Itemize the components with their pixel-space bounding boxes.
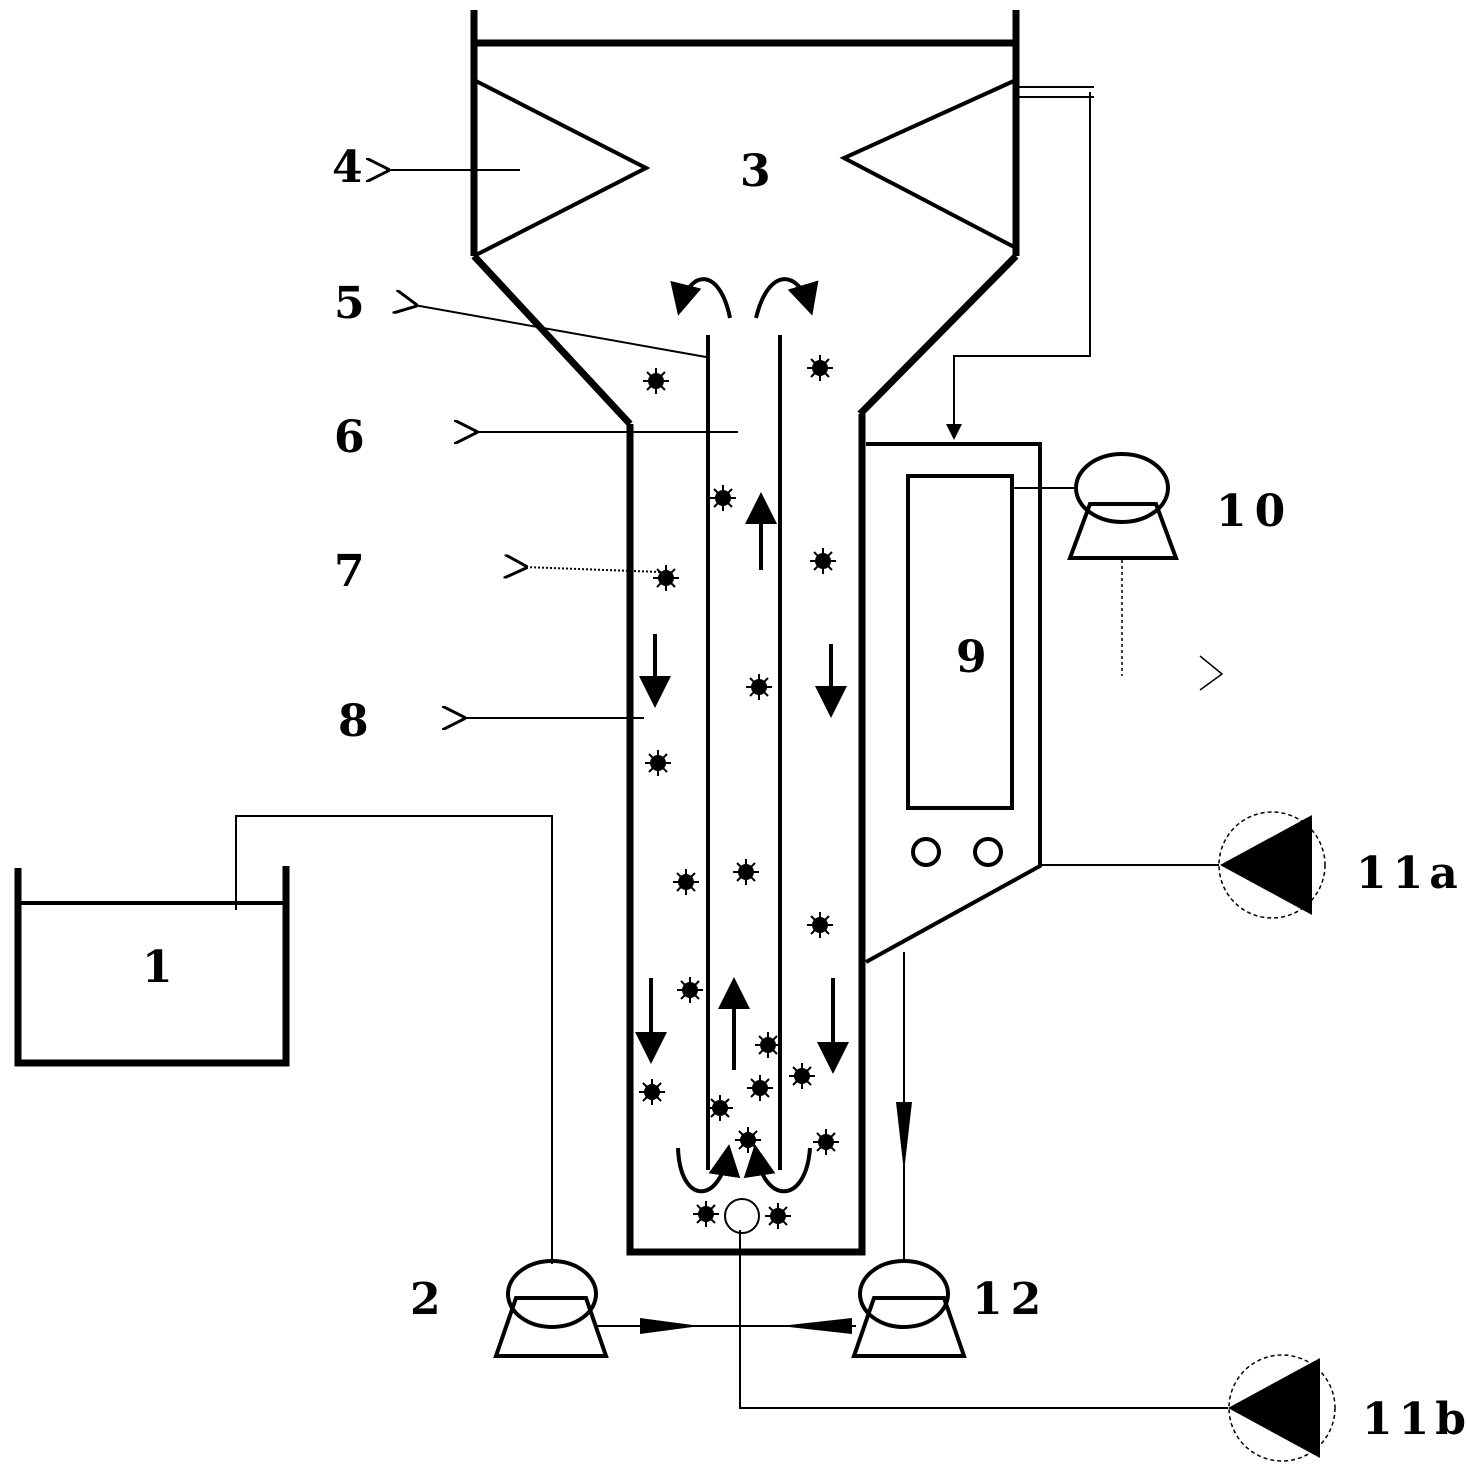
- label-baffle: 4: [332, 142, 363, 193]
- label-feed-pump: 2: [410, 1274, 441, 1325]
- label-draft-tube: 5: [334, 278, 365, 329]
- air-diffuser: [724, 1198, 760, 1234]
- membrane-tank: [865, 442, 1042, 964]
- label-membrane-module: 9: [956, 632, 987, 683]
- baffle-right: [839, 78, 1017, 250]
- label-aerator-b: 11b: [1362, 1394, 1466, 1445]
- overflow-pipe: [946, 86, 1094, 440]
- pump-connection: [596, 1318, 856, 1334]
- circulation-arrows-bottom: [676, 1144, 812, 1194]
- suction-pump: [1012, 452, 1224, 691]
- label-reactor-wall: 8: [338, 696, 369, 747]
- leader-lines: [386, 170, 738, 718]
- label-recycle-pump: 12: [972, 1274, 1049, 1325]
- feed-pump: [493, 1259, 609, 1358]
- recycle-pump: [851, 1259, 967, 1358]
- label-aerator-a: 11a: [1356, 848, 1464, 899]
- circulation-arrows-top: [670, 277, 819, 319]
- reactor: [470, 10, 1020, 1256]
- granules: [638, 354, 840, 1230]
- flow-arrows: [635, 492, 849, 1074]
- label-settling-zone: 3: [740, 146, 771, 197]
- aerator-a: [1040, 811, 1326, 919]
- label-feed-tank: 1: [142, 942, 173, 993]
- baffle-left: [473, 78, 651, 258]
- feed-tank: [14, 866, 290, 1067]
- membrane-module: [906, 474, 1014, 867]
- label-riser: 6: [334, 412, 365, 463]
- recycle-pipe: [896, 952, 912, 1262]
- aerator-b: [739, 1230, 1336, 1462]
- draft-tube: [706, 335, 782, 1170]
- feed-pipe: [235, 815, 553, 1264]
- label-granules: 7: [334, 546, 365, 597]
- label-suction-pump: 10: [1216, 486, 1293, 537]
